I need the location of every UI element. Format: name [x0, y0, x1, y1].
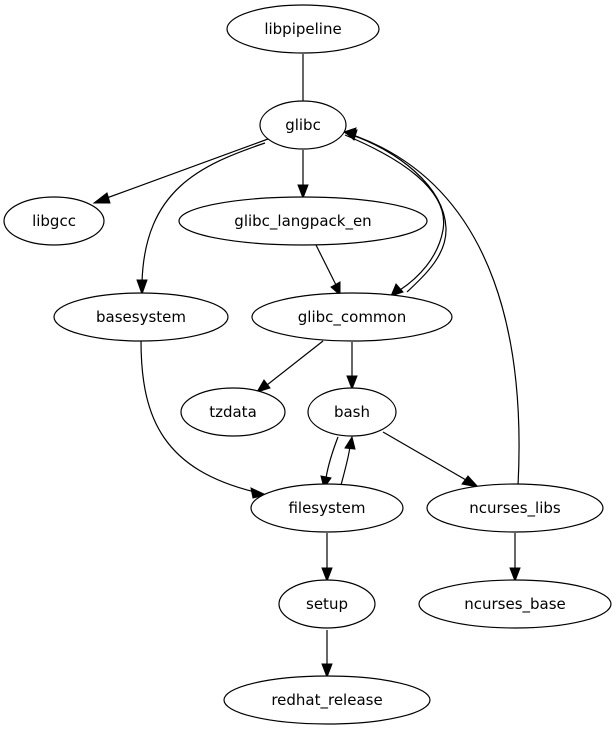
node-label: tzdata	[209, 403, 257, 421]
edge-glibc-libgcc	[92, 138, 269, 204]
node-label: redhat_release	[271, 691, 382, 710]
edge-glibc_langpack_en-glibc_common	[315, 244, 341, 297]
edge-ncurses_libs-glibc	[343, 129, 520, 487]
node-ncurses_libs[interactable]: ncurses_libs	[426, 483, 604, 533]
node-basesystem[interactable]: basesystem	[53, 292, 229, 342]
node-redhat_release[interactable]: redhat_release	[223, 675, 431, 725]
node-label: libgcc	[32, 212, 76, 230]
node-glibc_langpack_en[interactable]: glibc_langpack_en	[178, 196, 428, 246]
node-label: setup	[306, 595, 348, 613]
node-ncurses_base[interactable]: ncurses_base	[418, 579, 612, 629]
edge-bash-ncurses_libs	[382, 431, 480, 488]
edge-glibc_common-bash	[346, 342, 358, 391]
node-setup[interactable]: setup	[278, 579, 376, 629]
edge-glibc_common-tzdata	[255, 340, 324, 393]
node-label: ncurses_base	[464, 595, 566, 614]
node-libpipeline[interactable]: libpipeline	[226, 4, 380, 54]
edge-setup-redhat_release	[321, 630, 333, 679]
edge-filesystem-bash	[340, 435, 356, 486]
node-bash[interactable]: bash	[307, 387, 397, 437]
node-label: basesystem	[96, 308, 186, 326]
edge-glibc-glibc_langpack_en	[297, 150, 309, 200]
node-glibc[interactable]: glibc	[259, 100, 347, 150]
node-label: libpipeline	[264, 20, 341, 38]
node-glibc_common[interactable]: glibc_common	[251, 292, 453, 342]
edge-bash-filesystem	[320, 436, 339, 490]
node-label: glibc_langpack_en	[234, 212, 371, 231]
edge-ncurses_libs-ncurses_base	[509, 533, 521, 583]
node-tzdata[interactable]: tzdata	[180, 387, 286, 437]
node-label: bash	[334, 403, 370, 421]
node-libgcc[interactable]: libgcc	[3, 196, 105, 246]
node-label: glibc	[285, 116, 321, 134]
node-label: ncurses_libs	[469, 499, 561, 518]
edge-glibc-glibc_common	[344, 134, 445, 297]
node-label: filesystem	[288, 499, 365, 517]
edge-glibc-basesystem	[136, 142, 266, 296]
node-label: glibc_common	[298, 308, 406, 327]
edge-filesystem-setup	[321, 533, 333, 583]
node-filesystem[interactable]: filesystem	[250, 483, 404, 533]
